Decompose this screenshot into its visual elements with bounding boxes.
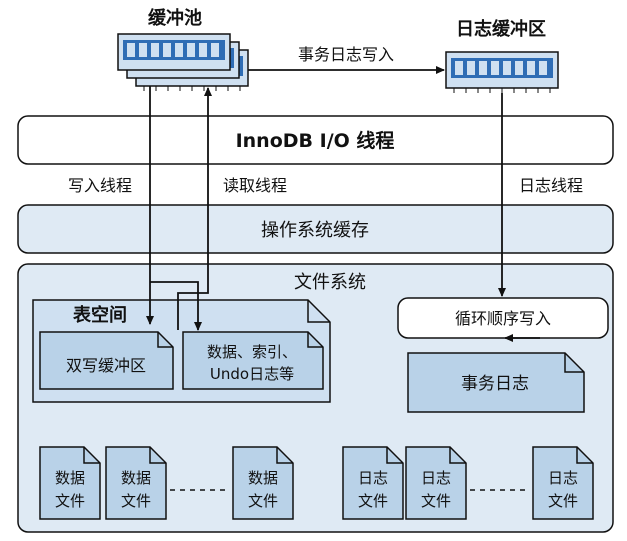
svg-text:文件: 文件 [548,492,578,510]
log-buffer-label: 日志缓冲区 [456,18,546,40]
svg-text:文件: 文件 [121,492,151,510]
innodb-io-bar [17,115,614,165]
circular-write-box [397,297,609,339]
svg-text:日志: 日志 [421,469,451,487]
buffer-pool-icon [117,33,249,91]
txn-log-label: 事务日志 [461,374,529,394]
log-file-1: 日志 文件 [342,446,404,520]
os-cache-label: 操作系统缓存 [261,220,369,241]
innodb-io-label: InnoDB I/O 线程 [236,129,395,152]
read-thread-arrow [177,87,212,330]
log-thread-label: 日志线程 [519,176,583,195]
read-thread-label: 读取线程 [223,176,287,195]
doublewrite-doc [39,331,174,390]
svg-text:数据: 数据 [248,469,278,487]
svg-text:日志: 日志 [358,469,388,487]
write-branch-arrow [150,281,202,331]
os-cache-bar [17,204,614,254]
svg-text:文件: 文件 [421,492,451,510]
svg-text:文件: 文件 [358,492,388,510]
doublewrite-label: 双写缓冲区 [66,356,146,375]
svg-text:文件: 文件 [248,492,278,510]
txn-log-doc [407,352,585,413]
circular-write-label: 循环顺序写入 [455,309,551,328]
data-file-1: 数据 文件 [39,446,101,520]
log-buffer-icon [445,51,559,93]
data-index-line1: 数据、索引、 [207,343,297,361]
data-index-undo-doc [182,331,324,390]
log-file-2: 日志 文件 [405,446,467,520]
svg-text:日志: 日志 [548,469,578,487]
svg-text:数据: 数据 [55,469,85,487]
tablespace-label: 表空间 [73,304,127,326]
data-index-line2: Undo日志等 [210,365,294,383]
write-thread-label: 写入线程 [68,176,132,195]
log-file-n: 日志 文件 [532,446,594,520]
txn-log-write-label: 事务日志写入 [298,45,394,64]
data-file-n: 数据 文件 [232,446,294,520]
svg-text:文件: 文件 [55,492,85,510]
data-file-2: 数据 文件 [105,446,167,520]
filesystem-label: 文件系统 [294,272,366,293]
svg-text:数据: 数据 [121,469,151,487]
buffer-pool-label: 缓冲池 [148,7,202,29]
